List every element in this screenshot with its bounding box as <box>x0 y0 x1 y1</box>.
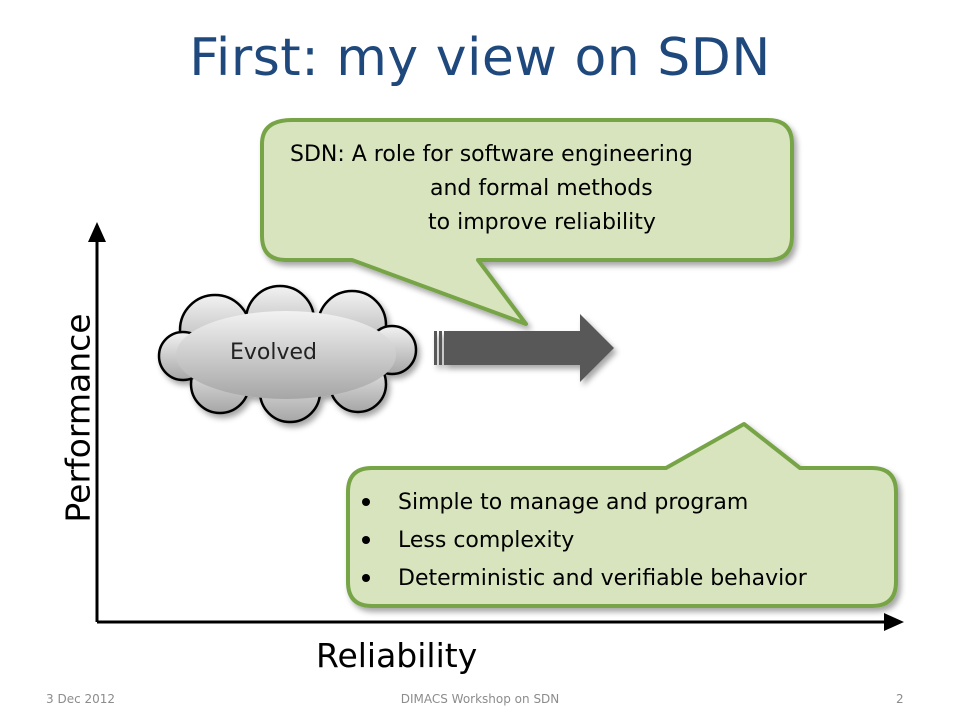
footer-event: DIMACS Workshop on SDN <box>400 692 560 706</box>
chart-axes <box>88 222 904 631</box>
evolved-cloud-label: Evolved <box>230 340 318 365</box>
bullet-icon <box>362 536 370 544</box>
x-axis-label: Reliability <box>316 636 478 675</box>
callout-top-shape <box>260 118 794 326</box>
footer-page-number: 2 <box>896 692 904 706</box>
evolved-cloud-shape <box>157 284 418 424</box>
callout-top-line-3: to improve reliability <box>428 210 656 235</box>
callout-bottom-list: Simple to manage and program Less comple… <box>356 484 807 598</box>
list-item-text: Less complexity <box>398 528 575 553</box>
improvement-arrow <box>434 314 614 382</box>
footer-date: 3 Dec 2012 <box>46 692 116 706</box>
list-item-text: Simple to manage and program <box>398 490 749 515</box>
bullet-icon <box>362 574 370 582</box>
list-item-text: Deterministic and verifiable behavior <box>398 566 807 591</box>
list-item: Less complexity <box>356 522 807 560</box>
list-item: Deterministic and verifiable behavior <box>356 560 807 598</box>
slide-title: First: my view on SDN <box>189 28 771 88</box>
bullet-icon <box>362 498 370 506</box>
callout-top-line-1: SDN: A role for software engineering <box>290 142 693 167</box>
list-item: Simple to manage and program <box>356 484 807 522</box>
callout-top-text: SDN: A role for software engineering and… <box>268 138 788 240</box>
callout-bottom-shape <box>346 422 898 608</box>
y-axis-label: Performance <box>58 313 98 523</box>
callout-top-line-2: and formal methods <box>430 176 653 201</box>
